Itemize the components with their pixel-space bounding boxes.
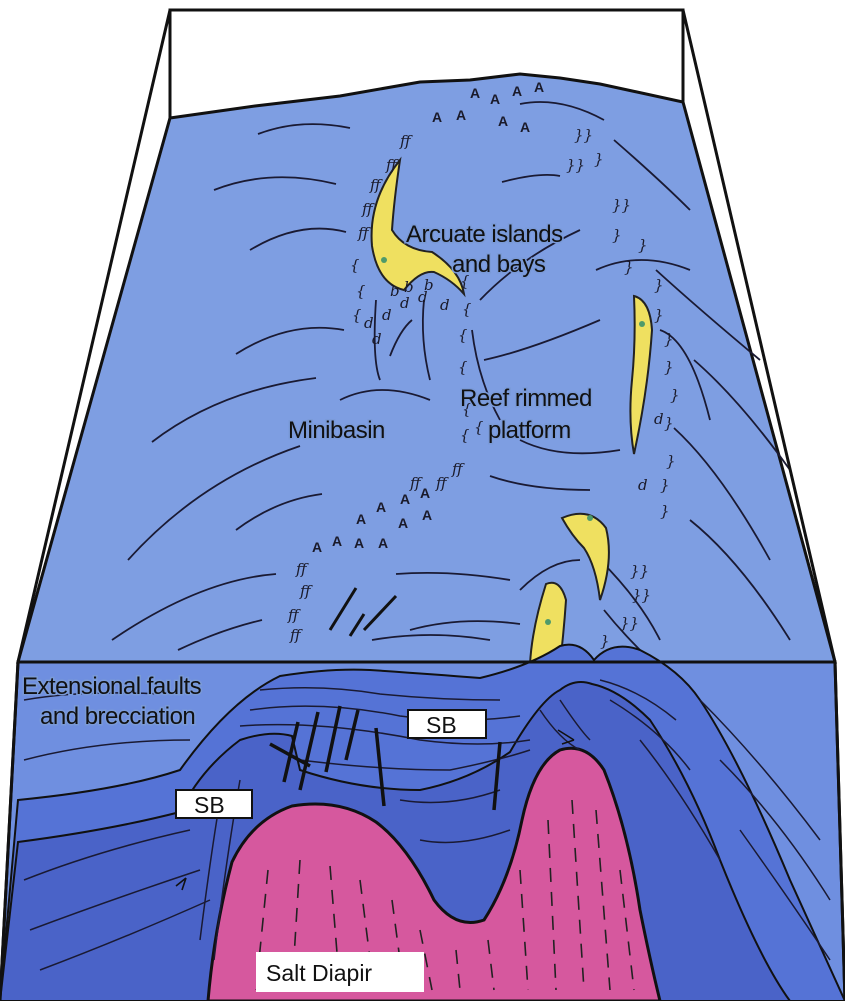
svg-text:A: A	[356, 511, 366, 527]
svg-text:A: A	[456, 107, 466, 123]
svg-text:A: A	[400, 491, 410, 507]
svg-text:}: }	[612, 226, 622, 244]
svg-text:}: }	[624, 258, 634, 276]
svg-text:}: }	[664, 414, 674, 432]
salt-diapir-label-box: Salt Diapir	[256, 952, 424, 992]
svg-text:A: A	[490, 91, 500, 107]
label-arcuate-islands-line2: and bays	[452, 251, 546, 278]
svg-text:A: A	[422, 507, 432, 523]
svg-text:{: {	[458, 358, 468, 376]
svg-text:}}: }}	[630, 562, 649, 580]
svg-text:A: A	[520, 119, 530, 135]
svg-text:d: d	[372, 330, 382, 348]
label-minibasin: Minibasin	[288, 417, 385, 444]
sb-label-lower: SB	[194, 792, 225, 818]
salt-diapir-label: Salt Diapir	[266, 960, 372, 986]
sb-box-lower: SB	[176, 790, 252, 818]
label-reef-rimmed-line2: platform	[488, 417, 571, 444]
svg-text:d: d	[382, 306, 392, 324]
svg-text:A: A	[534, 79, 544, 95]
svg-text:A: A	[432, 109, 442, 125]
svg-text:A: A	[498, 113, 508, 129]
svg-text:}}: }}	[632, 586, 651, 604]
svg-text:}}: }}	[612, 196, 631, 214]
svg-text:{: {	[460, 426, 470, 444]
svg-text:d: d	[400, 294, 410, 312]
svg-text:}: }	[664, 330, 674, 348]
label-extensional-faults-line1: Extensional faults	[22, 673, 202, 700]
svg-text:}}: }}	[620, 614, 639, 632]
svg-text:{: {	[352, 306, 362, 324]
svg-text:d: d	[638, 476, 648, 494]
svg-text:}: }	[660, 476, 670, 494]
svg-text:A: A	[332, 533, 342, 549]
svg-text:A: A	[470, 85, 480, 101]
svg-text:}: }	[654, 276, 664, 294]
svg-text:{: {	[474, 418, 484, 436]
svg-text:}: }	[638, 236, 648, 254]
sb-box-upper: SB	[408, 710, 486, 738]
svg-text:A: A	[420, 485, 430, 501]
svg-text:A: A	[354, 535, 364, 551]
label-arcuate-islands-line1: Arcuate islands	[406, 221, 563, 248]
sb-label-upper: SB	[426, 712, 457, 738]
svg-text:}}: }}	[574, 126, 593, 144]
svg-text:{: {	[350, 256, 360, 274]
svg-text:}: }	[660, 502, 670, 520]
svg-text:A: A	[312, 539, 322, 555]
svg-text:{: {	[458, 326, 468, 344]
svg-text:A: A	[378, 535, 388, 551]
svg-text:b: b	[424, 276, 434, 294]
svg-text:A: A	[376, 499, 386, 515]
svg-text:b: b	[404, 278, 414, 296]
svg-text:}}: }}	[566, 156, 585, 174]
label-extensional-faults-line2: and brecciation	[40, 703, 195, 730]
svg-text:d: d	[654, 410, 664, 428]
label-reef-rimmed-line1: Reef rimmed	[460, 385, 592, 412]
svg-text:{: {	[462, 300, 472, 318]
svg-text:A: A	[398, 515, 408, 531]
svg-text:}: }	[654, 306, 664, 324]
svg-text:}: }	[666, 452, 676, 470]
svg-text:b: b	[390, 282, 400, 300]
svg-text:{: {	[356, 282, 366, 300]
svg-text:}: }	[594, 150, 604, 168]
svg-text:A: A	[512, 83, 522, 99]
svg-text:}: }	[600, 632, 610, 650]
svg-text:}: }	[664, 358, 674, 376]
svg-text:}: }	[670, 386, 680, 404]
svg-text:d: d	[440, 296, 450, 314]
